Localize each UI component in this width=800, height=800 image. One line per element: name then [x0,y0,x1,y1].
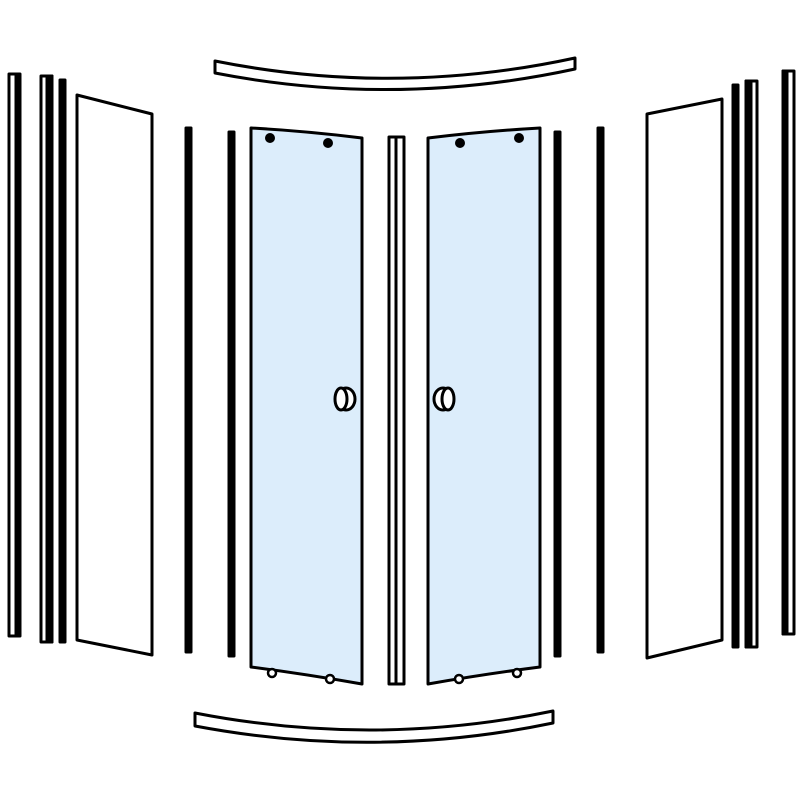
hinge-icon [265,133,275,143]
left-seal-strip [58,78,67,644]
left-fixed-panel [75,93,154,657]
hinge-icon [511,667,523,679]
left-wall-profile-inner [39,74,54,644]
left-sliding-door [249,126,364,686]
hinge-icon [266,667,278,679]
right-fixed-panel [645,97,724,660]
right-seal-strip [731,83,740,649]
top-track [213,56,577,92]
hinge-icon [453,673,465,685]
right-seal-strip-3 [553,130,562,658]
right-wall-profile-outer [781,69,796,636]
bottom-track [193,709,555,744]
door-handle-icon [432,386,456,412]
hinge-icon [324,673,336,685]
left-wall-profile-outer [7,72,22,638]
hinge-icon [323,138,333,148]
left-seal-strip-3 [227,130,236,658]
right-seal-strip-2 [596,126,605,654]
center-profile [387,135,406,686]
right-wall-profile-inner [744,79,759,649]
hinge-icon [455,138,465,148]
door-handle-icon [333,386,357,412]
hinge-icon [514,133,524,143]
left-seal-strip-2 [184,126,193,654]
